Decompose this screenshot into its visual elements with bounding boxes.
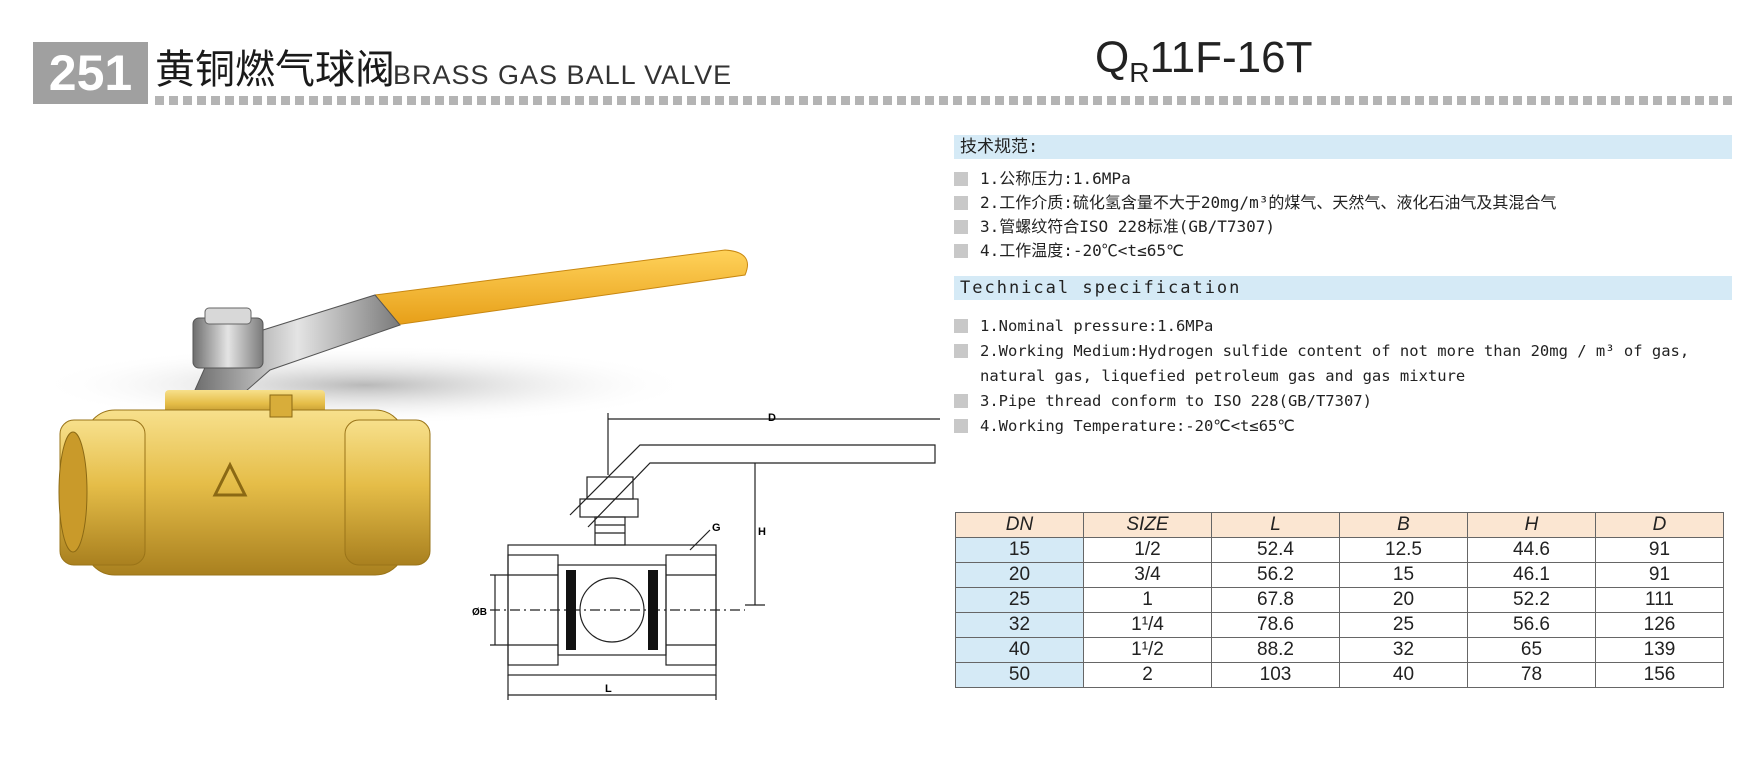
spec-item-text: 3.管螺纹符合ISO 228标准(GB/T7307) [980,217,1276,236]
cell-l: 88.2 [1211,637,1340,663]
cell-h: 56.6 [1467,612,1596,638]
cell-d: 91 [1595,562,1724,588]
cell-dn: 20 [955,562,1084,588]
spec-item-cn: 2.工作介质:硫化氢含量不大于20mg/m³的煤气、天然气、液化石油气及其混合气 [954,191,1734,215]
spec-item-text: 1.公称压力:1.6MPa [980,169,1131,188]
drawing-label-g: G [712,522,721,534]
cell-b: 20 [1339,587,1468,613]
square-bullet-icon [954,319,968,333]
cell-b: 40 [1339,662,1468,688]
drawing-label-l: L [605,683,612,695]
cell-l: 67.8 [1211,587,1340,613]
table-row: 15 1/2 52.4 12.5 44.6 91 [955,537,1724,563]
square-bullet-icon [954,344,968,358]
drawing-label-h: H [758,526,766,538]
cell-size: 2 [1083,662,1212,688]
cell-l: 78.6 [1211,612,1340,638]
spec-item-text: 2.工作介质:硫化氢含量不大于20mg/m³的煤气、天然气、液化石油气及其混合气 [980,193,1557,212]
table-row: 20 3/4 56.2 15 46.1 91 [955,562,1724,588]
square-bullet-icon [954,394,968,408]
column-header-b: B [1339,512,1468,538]
product-title-en: BRASS GAS BALL VALVE [393,60,733,90]
spec-item-text: 4.Working Temperature:-20℃<t≤65℃ [980,417,1295,435]
spec-item-cn: 4.工作温度:-20℃<t≤65℃ [954,239,1734,263]
cell-dn: 50 [955,662,1084,688]
cell-dn: 32 [955,612,1084,638]
spec-item-en: 3.Pipe thread conform to ISO 228(GB/T730… [954,389,1734,414]
square-bullet-icon [954,220,968,234]
cell-l: 56.2 [1211,562,1340,588]
cell-b: 12.5 [1339,537,1468,563]
brass-ball-valve-photo [55,249,748,576]
cell-h: 44.6 [1467,537,1596,563]
cell-size: 1/2 [1083,537,1212,563]
column-header-dn: DN [955,512,1084,538]
cell-d: 126 [1595,612,1724,638]
table-row: 25 1 67.8 20 52.2 111 [955,587,1724,613]
spec-item-text: 2.Working Medium:Hydrogen sulfide conten… [980,342,1690,385]
column-header-l: L [1211,512,1340,538]
cell-dn: 15 [955,537,1084,563]
table-row: 32 1¹/4 78.6 25 56.6 126 [955,612,1724,638]
spec-item-en: 4.Working Temperature:-20℃<t≤65℃ [954,414,1734,439]
cell-size: 3/4 [1083,562,1212,588]
table-row: 40 1¹/2 88.2 32 65 139 [955,637,1724,663]
spec-heading-cn: 技术规范: [954,135,1732,159]
spec-item-en: 2.Working Medium:Hydrogen sulfide conten… [954,339,1734,389]
model-code: QR11F-16T [1095,30,1313,101]
cell-d: 139 [1595,637,1724,663]
spec-item-cn: 3.管螺纹符合ISO 228标准(GB/T7307) [954,215,1734,239]
model-suffix: 11F-16T [1149,33,1313,82]
page-number-badge: 251 [33,42,148,104]
drawing-label-d: D [768,412,776,424]
cell-dn: 25 [955,587,1084,613]
model-subscript: R [1129,57,1150,88]
product-title-cn: 黄铜燃气球阀 [155,47,395,93]
square-bullet-icon [954,244,968,258]
cell-b: 32 [1339,637,1468,663]
square-bullet-icon [954,196,968,210]
cell-l: 103 [1211,662,1340,688]
spec-item-text: 1.Nominal pressure:1.6MPa [980,317,1214,335]
column-header-h: H [1467,512,1596,538]
table-row: 50 2 103 40 78 156 [955,662,1724,688]
spec-list-cn: 1.公称压力:1.6MPa 2.工作介质:硫化氢含量不大于20mg/m³的煤气、… [954,167,1734,263]
spec-list-en: 1.Nominal pressure:1.6MPa 2.Working Medi… [954,314,1734,439]
valve-technical-drawing: D H G ØB L [472,412,940,700]
drawing-label-b: ØB [472,607,487,618]
cell-size: 1¹/2 [1083,637,1212,663]
square-bullet-icon [954,172,968,186]
cell-dn: 40 [955,637,1084,663]
cell-h: 46.1 [1467,562,1596,588]
spec-heading-en: Technical specification [954,276,1732,300]
cell-d: 156 [1595,662,1724,688]
spec-item-text: 3.Pipe thread conform to ISO 228(GB/T730… [980,392,1372,410]
spec-item-cn: 1.公称压力:1.6MPa [954,167,1734,191]
square-bullet-icon [954,419,968,433]
cell-h: 78 [1467,662,1596,688]
header-dashed-divider [155,96,1735,105]
cell-d: 91 [1595,537,1724,563]
cell-size: 1 [1083,587,1212,613]
column-header-d: D [1595,512,1724,538]
cell-b: 15 [1339,562,1468,588]
cell-size: 1¹/4 [1083,612,1212,638]
model-prefix: Q [1095,33,1130,82]
table-header-row: DN SIZE L B H D [955,512,1724,538]
cell-l: 52.4 [1211,537,1340,563]
cell-h: 52.2 [1467,587,1596,613]
column-header-size: SIZE [1083,512,1212,538]
dimension-table: DN SIZE L B H D 15 1/2 52.4 12.5 44.6 91… [955,512,1724,688]
cell-b: 25 [1339,612,1468,638]
spec-item-en: 1.Nominal pressure:1.6MPa [954,314,1734,339]
cell-h: 65 [1467,637,1596,663]
cell-d: 111 [1595,587,1724,613]
spec-item-text: 4.工作温度:-20℃<t≤65℃ [980,241,1184,260]
